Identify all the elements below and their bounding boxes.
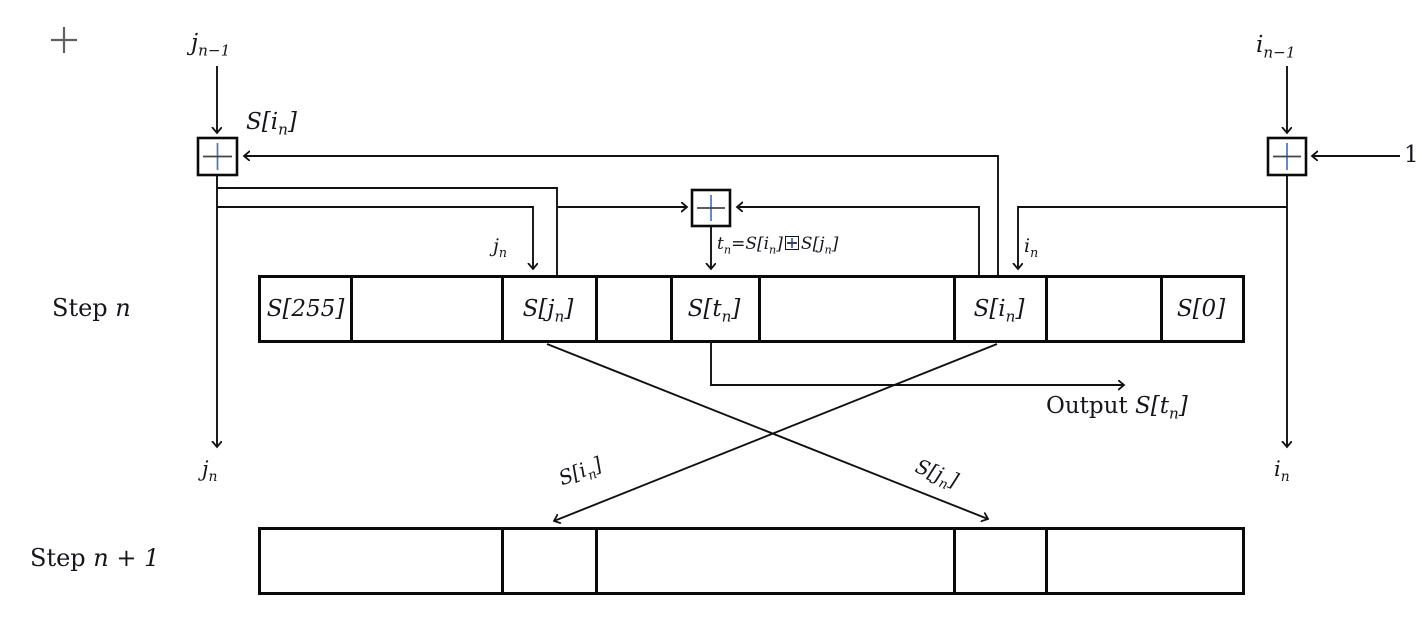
cell-next-1 xyxy=(261,530,504,592)
adder-box-middle xyxy=(690,188,732,228)
cell-s-jn: S[jn] xyxy=(501,278,598,340)
label-t-equation: tn=S[in]S[jn] xyxy=(717,234,839,257)
squared-plus-icon xyxy=(784,236,799,250)
label-step-n: Step n xyxy=(52,294,131,322)
step-n-array: S[255] S[jn] S[tn] S[in] S[0] xyxy=(258,275,1245,343)
wire-s-in-to-t-adder xyxy=(737,207,980,275)
cell-next-4 xyxy=(953,530,1048,592)
step-n1-array xyxy=(258,527,1245,595)
label-i-pos: in xyxy=(1024,235,1039,260)
label-j-pos: jn xyxy=(493,235,507,260)
cell-next-2 xyxy=(501,530,598,592)
wire-j-pos-arrow xyxy=(217,206,533,269)
cell-s-in: S[in] xyxy=(953,278,1048,340)
label-i-next: in xyxy=(1274,457,1290,486)
label-s-in-feedback: S[in] xyxy=(246,109,297,139)
wire-output xyxy=(710,343,1124,385)
cell-empty-3 xyxy=(758,278,956,340)
wire-swap-s-in xyxy=(554,343,998,521)
label-step-n1: Step n + 1 xyxy=(30,544,160,572)
crosshair-cursor-icon xyxy=(51,27,77,53)
wire-i-pos-arrow xyxy=(1018,206,1287,269)
label-j-prev: jn−1 xyxy=(191,30,231,60)
cell-s-255: S[255] xyxy=(261,278,353,340)
cell-empty-1 xyxy=(350,278,504,340)
cell-empty-2 xyxy=(595,278,673,340)
wire-s-in-to-j-adder xyxy=(244,156,999,275)
wire-j-branch-upper xyxy=(217,187,558,275)
label-output: Output S[tn] xyxy=(1046,393,1188,423)
cell-s-0: S[0] xyxy=(1176,296,1226,322)
cell-empty-4 xyxy=(1045,278,1163,340)
cell-s-tn: S[tn] xyxy=(670,278,761,340)
adder-box-right xyxy=(1266,136,1308,177)
label-i-prev: in−1 xyxy=(1256,32,1296,62)
label-one-input: 1 xyxy=(1404,142,1419,168)
label-j-next: jn xyxy=(202,457,218,486)
adder-box-left xyxy=(196,136,239,177)
cell-next-5 xyxy=(1045,530,1242,592)
cell-next-3 xyxy=(595,530,956,592)
wire-swap-s-jn xyxy=(546,343,988,519)
